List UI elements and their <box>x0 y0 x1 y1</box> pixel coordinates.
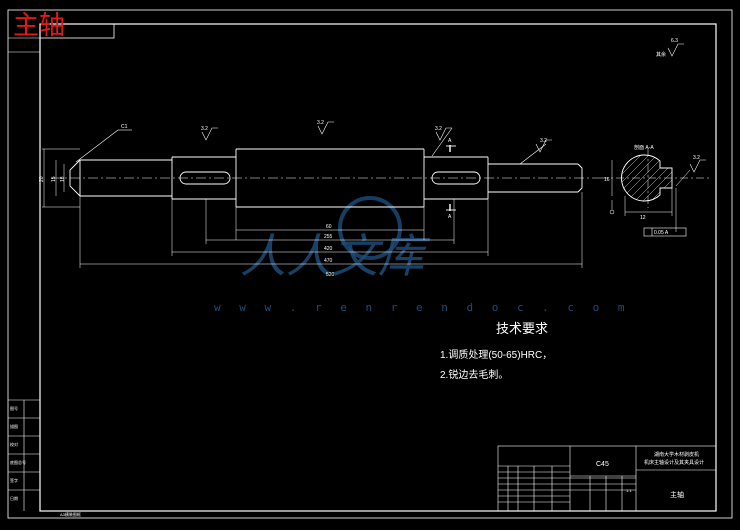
watermark: 人人文库 w w w . r e n r e n d o c . c o m <box>214 196 631 314</box>
roughness-5: 3.2 <box>693 155 700 161</box>
dim-len-4: 470 <box>324 258 333 264</box>
side-label-5: 日期 <box>10 495 18 501</box>
title-block-material: C45 <box>596 461 609 468</box>
dim-d3: 18 <box>60 176 66 182</box>
side-label-4: 签字 <box>10 477 18 483</box>
side-label-0: 图号 <box>10 405 18 411</box>
side-label-1: 描图 <box>10 423 18 429</box>
shaft-main-view <box>52 145 600 211</box>
watermark-cn-text: 人人文库 <box>240 229 431 283</box>
bottom-note: A3横装图框 <box>60 511 81 517</box>
tech-req-item-1: 1.调质处理(50-65)HRC， <box>440 349 552 361</box>
section-marker-top: A <box>448 138 452 144</box>
roughness-3: 3.2 <box>435 126 442 132</box>
section-dim-h: 16 <box>604 177 610 183</box>
title-block-part-name: 主轴 <box>670 490 684 499</box>
dim-d1: 20 <box>39 176 45 182</box>
roughness-symbols <box>201 121 706 173</box>
dim-len-3: 420 <box>324 246 333 252</box>
dim-len-1: 60 <box>326 224 332 230</box>
side-strip <box>8 399 40 511</box>
dim-d2: 15 <box>51 176 57 182</box>
diameter-dims <box>42 148 80 208</box>
corner-roughness-value: 6.3 <box>671 38 678 44</box>
watermark-url: w w w . r e n r e n d o c . c o m <box>214 301 631 314</box>
side-label-3: 底图总号 <box>10 459 26 465</box>
corner-title: 主轴 <box>13 11 65 41</box>
title-block-scale: 1:1 <box>626 488 632 493</box>
corner-roughness <box>667 43 684 57</box>
side-label-2: 校对 <box>10 441 18 447</box>
length-dims <box>79 192 583 268</box>
tolerance-frame: 0.05 A <box>654 230 669 236</box>
dim-len-5: 520 <box>326 272 335 278</box>
tech-req-title: 技术要求 <box>496 321 548 336</box>
title-block-project: 机床主轴设计及其夹具设计 <box>644 459 704 466</box>
roughness-2: 3.2 <box>317 120 324 126</box>
corner-roughness-label: 其余 <box>656 51 666 58</box>
roughness-1: 3.2 <box>201 126 208 132</box>
title-block <box>497 445 717 512</box>
title-block-school: 湖南大学木材剥皮机 <box>654 451 699 458</box>
chamfer-callout <box>75 129 132 163</box>
sheet-frame <box>7 9 733 519</box>
tech-req-item-2: 2.锐边去毛刺。 <box>440 368 508 381</box>
section-dim-w: 12 <box>640 215 646 221</box>
section-label: 剖面 A-A <box>634 144 654 151</box>
chamfer-label: C1 <box>121 124 128 130</box>
side-strip-labels: 图号 描图 校对 底图总号 签字 日期 <box>10 405 26 501</box>
roughness-4: 3.2 <box>540 138 547 144</box>
section-marker-bottom: A <box>448 214 452 220</box>
dim-len-2: 255 <box>324 234 333 240</box>
